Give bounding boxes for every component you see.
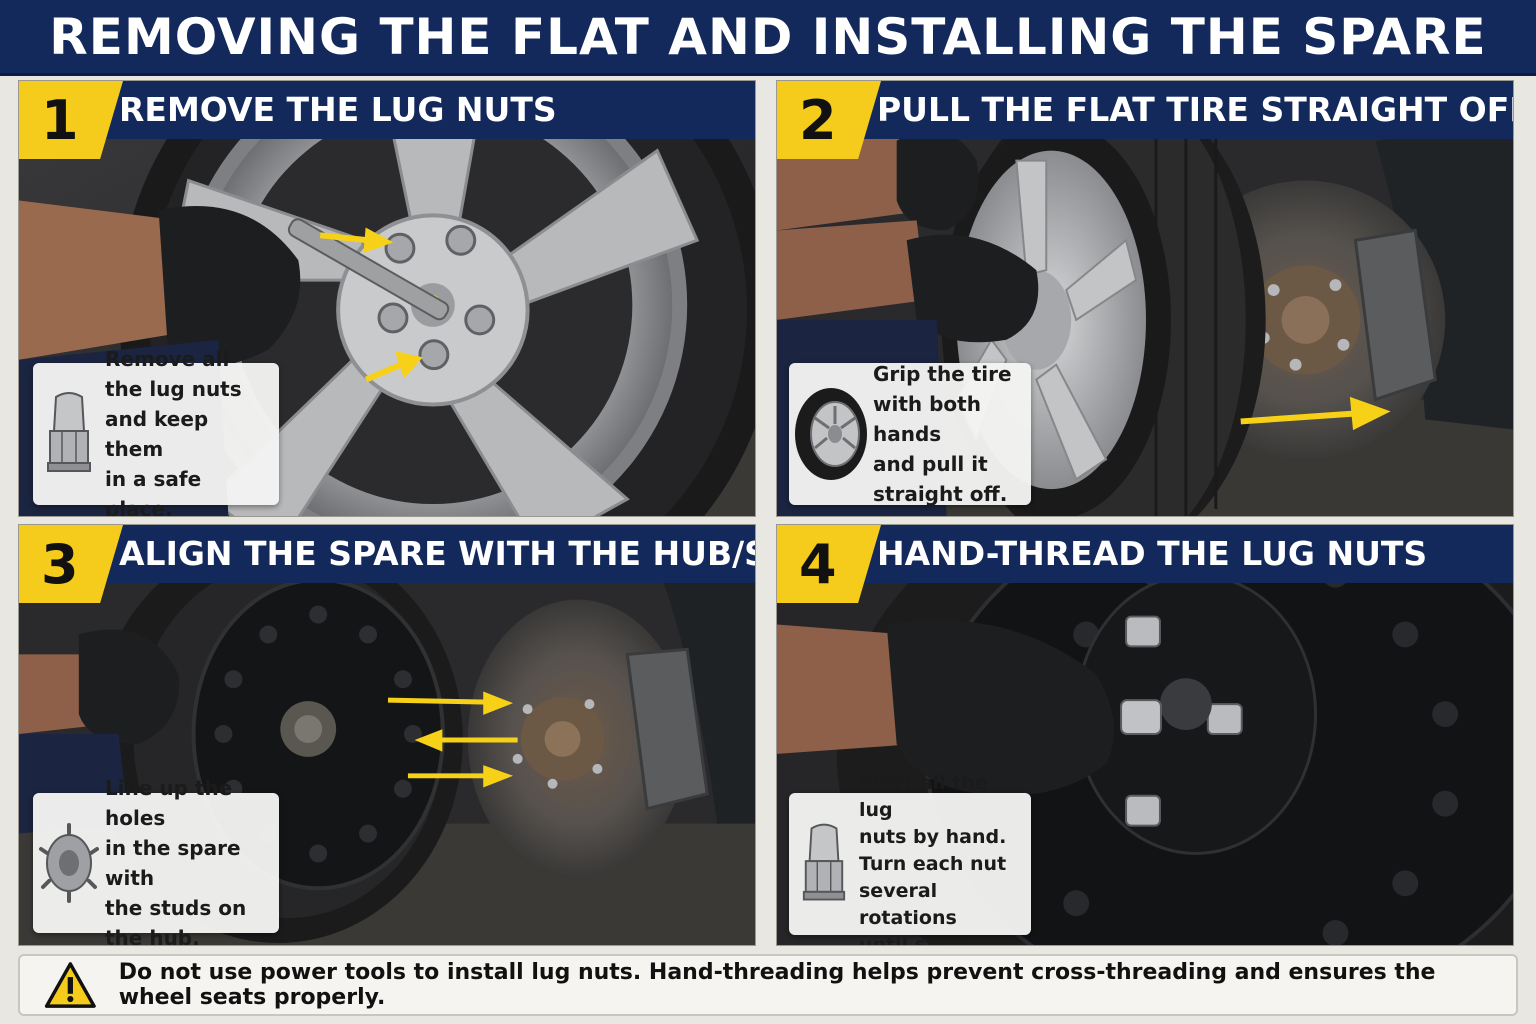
step-3-instructions: Line up the holes in the spare with the … (105, 776, 247, 946)
step-2-number-badge: 2 (777, 81, 881, 159)
step-3-header (19, 525, 755, 583)
step-4-instructions: Start all the lug nuts by hand. Turn eac… (859, 771, 1007, 946)
lug-nut-icon (33, 384, 105, 484)
step-2-info-box: Grip the tire with both hands and pull i… (789, 362, 1031, 506)
step-4-title: HAND-THREAD THE LUG NUTS (877, 534, 1428, 573)
step-3-info-box: Line up the holes in the spare with the … (33, 776, 279, 945)
page-title: REMOVING THE FLAT AND INSTALLING THE SPA… (49, 7, 1487, 66)
step-1-header (19, 81, 755, 139)
page-title-bar: REMOVING THE FLAT AND INSTALLING THE SPA… (0, 0, 1536, 76)
warning-text: Do not use power tools to install lug nu… (118, 960, 1436, 1010)
step-1-title: REMOVE THE LUG NUTS (119, 90, 557, 129)
step-4-panel: 4 HAND-THREAD THE LUG NUTS Start all the… (776, 524, 1514, 946)
step-1-panel: 1 REMOVE THE LUG NUTS Remove all the lug… (18, 80, 756, 517)
lug-nut-icon (789, 814, 859, 914)
warning-bar: Do not use power tools to install lug nu… (18, 954, 1518, 1016)
step-2-header (777, 81, 1513, 139)
step-3-panel: 3 ALIGN THE SPARE WITH THE HUB/STUDS Lin… (18, 524, 756, 946)
step-2-panel: 2 PULL THE FLAT TIRE STRAIGHT OFF Grip t… (776, 80, 1514, 517)
step-4-header (777, 525, 1513, 583)
step-2-instructions: Grip the tire with both hands and pull i… (873, 362, 1012, 506)
hub-studs-icon (33, 813, 105, 913)
step-2-title: PULL THE FLAT TIRE STRAIGHT OFF (877, 90, 1514, 129)
step-1-instructions: Remove all the lug nuts and keep them in… (105, 347, 242, 517)
warning-triangle-icon (44, 962, 96, 1008)
step-3-title: ALIGN THE SPARE WITH THE HUB/STUDS (119, 534, 755, 573)
tire-icon (789, 384, 873, 484)
step-1-info-box: Remove all the lug nuts and keep them in… (33, 347, 279, 516)
step-1-photo (19, 81, 755, 516)
step-4-info-box: Start all the lug nuts by hand. Turn eac… (789, 772, 1031, 945)
